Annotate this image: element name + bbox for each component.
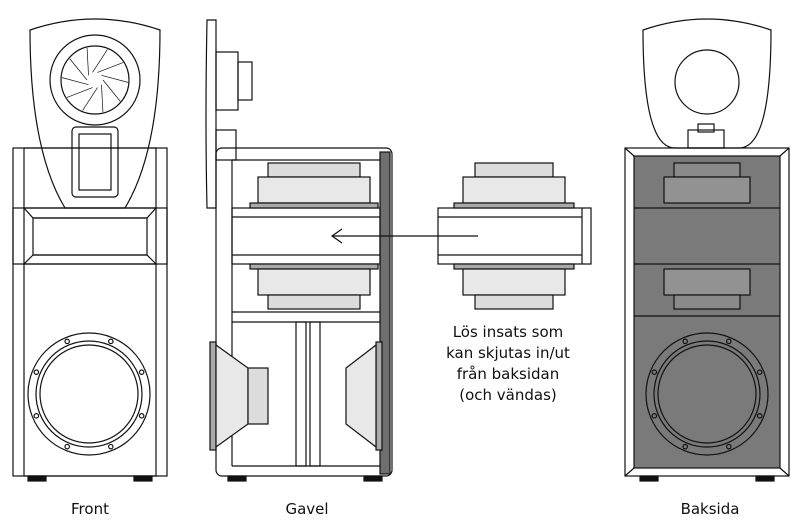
side-tweeter-body bbox=[215, 51, 239, 111]
tweeter-blade bbox=[66, 87, 93, 98]
label-front: Front bbox=[71, 500, 109, 518]
screw bbox=[33, 369, 40, 375]
screw bbox=[756, 369, 763, 375]
insert-note: Lös insats som kan skjutas in/ut från ba… bbox=[428, 322, 588, 406]
back-cabinet bbox=[624, 147, 790, 477]
side-bass-driver-left bbox=[209, 341, 269, 451]
tweeter-blade bbox=[92, 49, 108, 73]
screw bbox=[682, 443, 688, 450]
tweeter-blade bbox=[102, 79, 121, 102]
front-woofer-outer bbox=[27, 332, 151, 456]
front-woofer-rim bbox=[35, 340, 143, 448]
screw bbox=[108, 443, 114, 450]
tweeter-blade bbox=[82, 87, 98, 111]
label-side: Gavel bbox=[285, 500, 329, 518]
front-tweeter-cone bbox=[60, 45, 130, 115]
side-view bbox=[205, 19, 393, 482]
screw bbox=[651, 413, 658, 419]
side-bass-driver-right bbox=[345, 341, 383, 451]
side-mid-mount bbox=[215, 129, 237, 161]
front-port-bevel-bottom bbox=[22, 254, 158, 265]
insert-driver-top bbox=[453, 162, 575, 209]
side-rear-strip bbox=[379, 151, 391, 475]
front-tweeter-blades bbox=[61, 47, 129, 113]
tweeter-blade bbox=[61, 77, 89, 86]
side-mid-driver-bottom bbox=[249, 263, 379, 310]
back-tweeter-pod bbox=[642, 18, 772, 149]
insert-driver-bottom bbox=[453, 263, 575, 310]
back-mid-driver-bottom bbox=[663, 268, 751, 310]
screw bbox=[138, 413, 145, 419]
screw bbox=[108, 338, 114, 345]
back-woofer-outer bbox=[645, 332, 769, 456]
note-line: (och vändas) bbox=[459, 386, 557, 404]
insert-arrow bbox=[330, 228, 478, 244]
back-view bbox=[624, 18, 790, 482]
front-woofer-screws bbox=[33, 338, 145, 450]
back-woofer-rim bbox=[653, 340, 761, 448]
note-line: kan skjutas in/ut bbox=[446, 344, 570, 362]
side-tweeter-magnet bbox=[237, 61, 253, 101]
back-woofer-cone bbox=[657, 344, 757, 444]
side-bass-post-right bbox=[309, 321, 321, 467]
front-port-bevel bbox=[22, 207, 158, 219]
front-foot-right bbox=[133, 475, 153, 482]
front-view bbox=[12, 18, 168, 482]
tweeter-blade bbox=[69, 58, 88, 81]
front-tweeter-ring bbox=[49, 34, 141, 126]
front-mid-slot-inner bbox=[78, 133, 112, 191]
side-foot-right bbox=[363, 475, 383, 482]
screw bbox=[682, 338, 688, 345]
screw bbox=[651, 369, 658, 375]
removable-insert bbox=[437, 162, 592, 310]
screw bbox=[138, 369, 145, 375]
side-foot-left bbox=[227, 475, 247, 482]
note-line: från baksidan bbox=[456, 365, 560, 383]
tweeter-blade bbox=[101, 84, 104, 113]
back-terminal-inner bbox=[697, 123, 715, 133]
screw bbox=[756, 413, 763, 419]
screw bbox=[726, 443, 732, 450]
front-cabinet-inner bbox=[23, 147, 157, 477]
front-port-inner bbox=[32, 217, 148, 256]
front-mid-slot bbox=[71, 126, 119, 198]
back-foot-left bbox=[639, 475, 659, 482]
back-mid-driver-top bbox=[663, 162, 751, 204]
screw bbox=[33, 413, 40, 419]
front-woofer-cone bbox=[39, 344, 139, 444]
back-woofer-screws bbox=[651, 338, 763, 450]
note-line: Lös insats som bbox=[452, 323, 564, 341]
tweeter-blade bbox=[97, 62, 124, 73]
side-cabinet bbox=[215, 147, 393, 477]
front-foot-left bbox=[27, 475, 47, 482]
tweeter-blade bbox=[86, 47, 89, 76]
back-foot-right bbox=[755, 475, 775, 482]
screw bbox=[64, 338, 70, 345]
label-back: Baksida bbox=[680, 500, 740, 518]
screw bbox=[726, 338, 732, 345]
side-mid-driver-top bbox=[249, 162, 379, 209]
tweeter-blade bbox=[101, 74, 129, 83]
back-tweeter-port bbox=[674, 49, 740, 115]
side-tweeter-pod bbox=[205, 19, 217, 209]
screw bbox=[64, 443, 70, 450]
side-bass-post-left bbox=[295, 321, 307, 467]
